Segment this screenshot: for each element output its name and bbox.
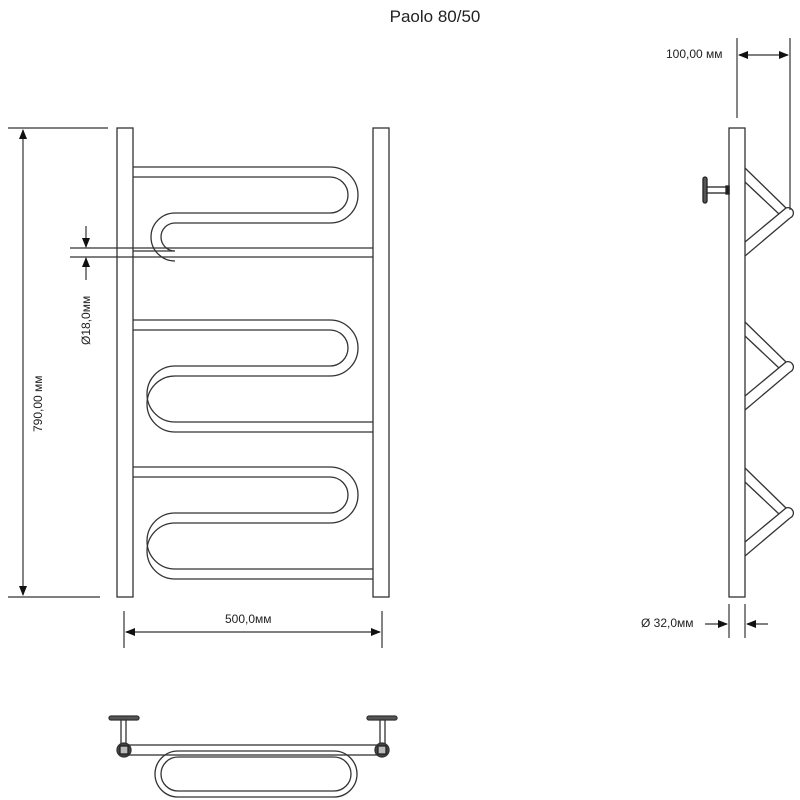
post-diameter-label: Ø 32,0мм <box>641 616 694 630</box>
height-label: 790,00 мм <box>31 375 45 432</box>
width-label: 500,0мм <box>225 612 272 626</box>
front-view <box>70 127 390 598</box>
side-rung-3 <box>744 467 794 557</box>
serpentine-2 <box>133 319 373 433</box>
right-post <box>372 127 390 598</box>
width-dimension <box>123 611 383 648</box>
depth-dimension <box>736 38 791 210</box>
height-dimension <box>8 127 108 598</box>
right-mount-icon <box>366 715 398 758</box>
drawing-title: Paolo 80/50 <box>389 7 481 26</box>
side-rung-1 <box>744 167 794 257</box>
depth-label: 100,00 мм <box>666 47 723 61</box>
side-post <box>728 127 746 598</box>
side-rung-2 <box>744 321 794 411</box>
left-mount-icon <box>108 715 140 758</box>
tube-diameter-label: Ø18,0мм <box>79 295 93 345</box>
post-diameter-dimension <box>705 604 768 638</box>
wall-bracket-icon <box>702 176 730 204</box>
left-post <box>116 127 134 598</box>
top-view <box>108 715 398 798</box>
side-view <box>702 127 794 598</box>
serpentine-1 <box>70 166 373 262</box>
serpentine-3 <box>133 466 373 580</box>
